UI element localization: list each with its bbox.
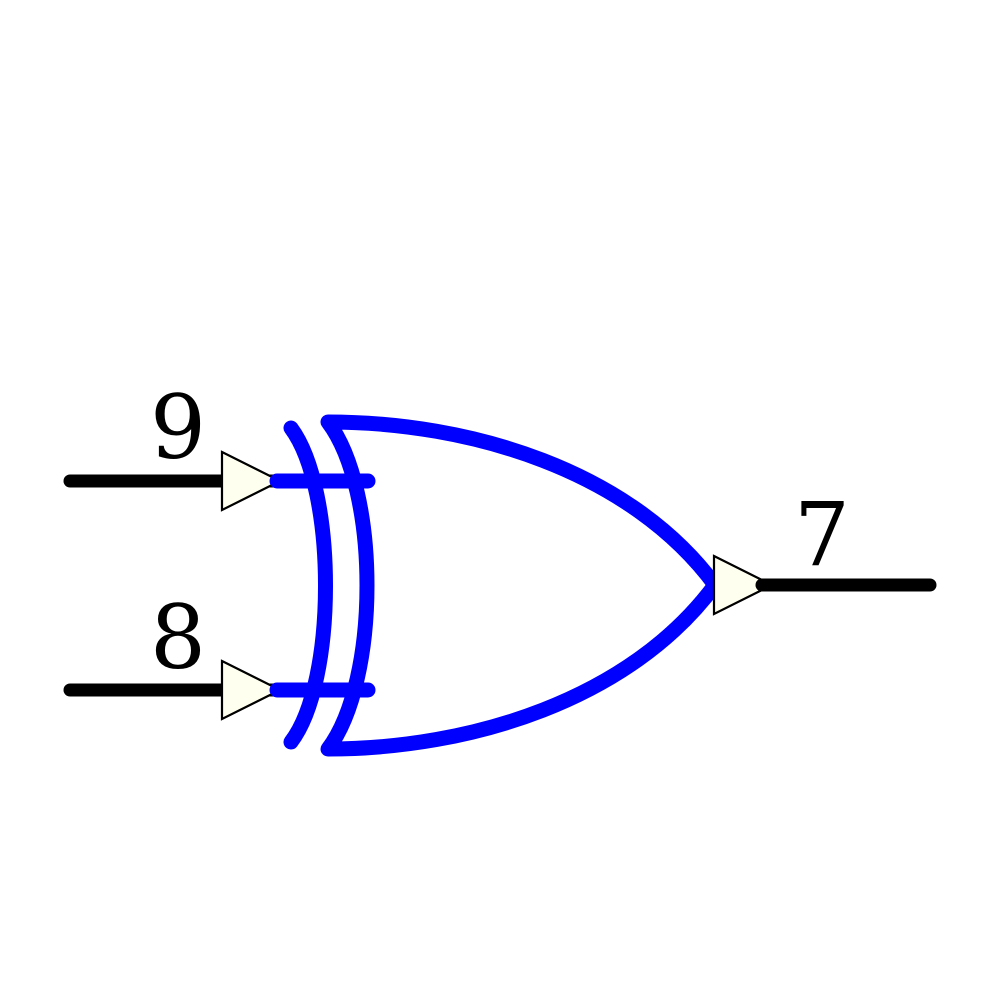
input-stub-group bbox=[264, 474, 300, 697]
xor-extra-arc bbox=[283, 420, 333, 750]
input-arrowhead-8 bbox=[220, 659, 283, 721]
input-arrowhead-group bbox=[220, 450, 283, 721]
input-arrowhead-9 bbox=[220, 450, 283, 512]
input-label-9: 9 bbox=[150, 376, 206, 479]
input-wire-group bbox=[63, 474, 239, 697]
input-label-8: 8 bbox=[150, 586, 206, 689]
output-label-7: 7 bbox=[794, 483, 850, 586]
or-gate-body-outline bbox=[320, 414, 723, 757]
output-arrowhead bbox=[712, 554, 775, 616]
